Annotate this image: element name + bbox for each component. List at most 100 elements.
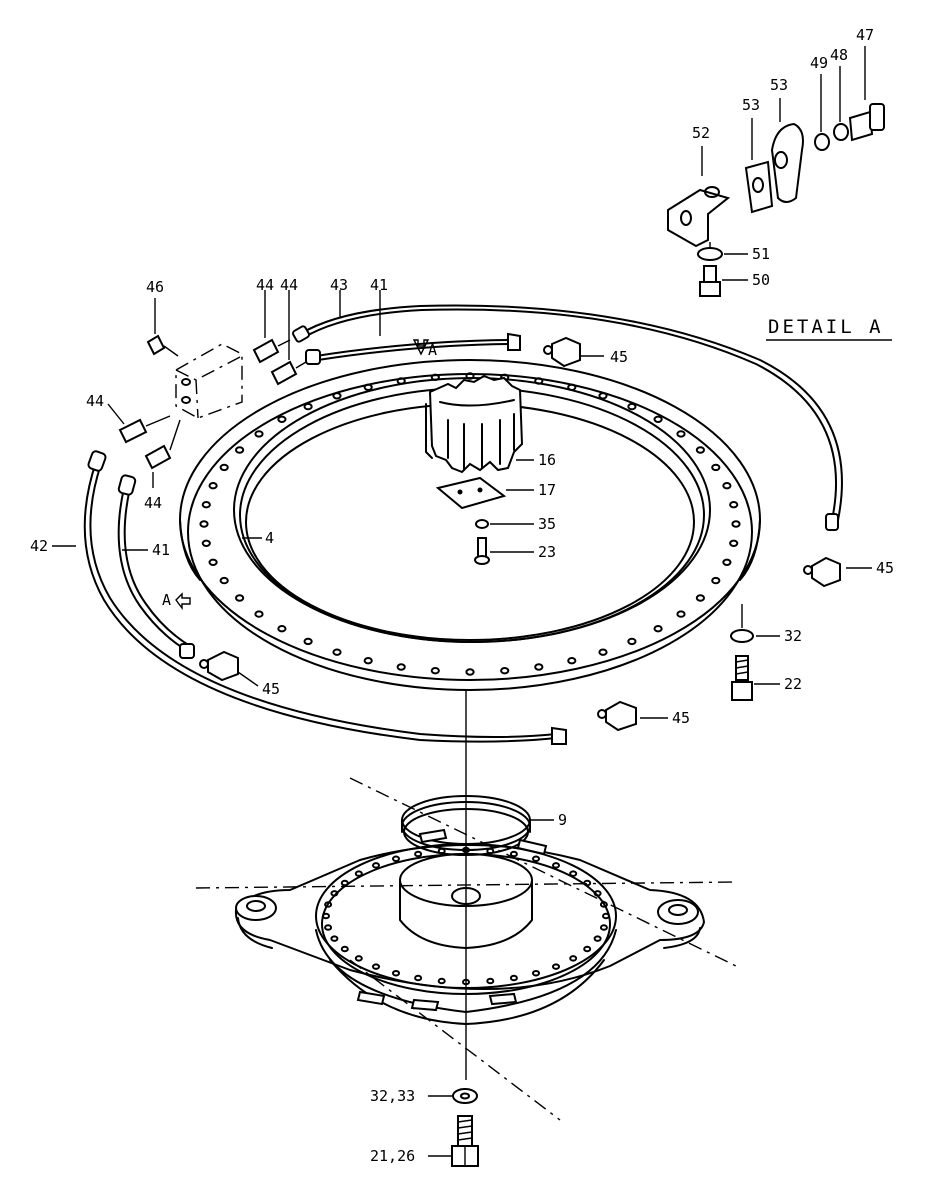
callout-32: 32 — [784, 627, 802, 645]
elbow-45-left — [199, 650, 239, 682]
callout-44b: 44 — [280, 276, 298, 294]
bolt-hole — [486, 977, 495, 985]
bolt-hole — [569, 870, 578, 877]
callout-44d: 44 — [144, 494, 162, 512]
washer-32-33 — [452, 1088, 478, 1104]
callout-50: 50 — [752, 271, 770, 289]
bolt-hole — [340, 945, 349, 953]
bolt-hole — [583, 945, 592, 953]
bolt-hole — [627, 402, 637, 411]
callout-16: 16 — [538, 451, 556, 469]
bolt-hole — [303, 402, 313, 411]
bolt-hole — [729, 501, 739, 509]
bolt-hole — [396, 663, 406, 671]
fitting-44-top-a — [252, 338, 291, 364]
base-frame — [195, 777, 737, 1121]
bolt-hole — [254, 430, 264, 438]
bolt-hole — [396, 377, 406, 385]
plate-17 — [435, 476, 507, 510]
bolt-hole — [569, 955, 578, 962]
bolt-hole — [437, 847, 446, 855]
bolt-hole — [201, 501, 211, 509]
view-marker-left: A — [162, 591, 171, 609]
bolt-hole — [330, 935, 339, 942]
bolt-hole — [462, 846, 470, 854]
bolt-hole — [465, 372, 475, 380]
callout-48: 48 — [830, 46, 848, 64]
callout-45-top: 45 — [610, 348, 628, 366]
distributor-block — [175, 343, 243, 419]
bolt-hole — [722, 482, 732, 490]
bolt-hole — [254, 610, 264, 618]
callout-42: 42 — [30, 537, 48, 555]
bolt-hole — [277, 625, 287, 633]
bolt-22 — [731, 655, 753, 701]
fitting-44-left — [118, 415, 171, 444]
bolt-hole — [627, 637, 637, 646]
bolt-hole — [430, 667, 440, 675]
bolt-hole — [199, 520, 209, 528]
bolt-hole — [731, 520, 741, 528]
bolt-hole — [354, 955, 363, 962]
bolt-hole — [599, 901, 608, 908]
callout-47: 47 — [856, 26, 874, 44]
elbow-45-bottom — [597, 700, 637, 732]
bolt-hole — [235, 446, 245, 454]
callout-53a: 53 — [742, 96, 760, 114]
view-marker-top: A — [428, 341, 437, 359]
callout-41-left: 41 — [152, 541, 170, 559]
bolt-hole — [567, 657, 577, 665]
callout-17: 17 — [538, 481, 556, 499]
bracket-52 — [667, 186, 731, 248]
bolt-50 — [699, 265, 721, 297]
bolt-hole — [322, 912, 330, 920]
fitting-44-lower — [144, 419, 181, 470]
bolt-hole — [354, 870, 363, 877]
callout-35: 35 — [538, 515, 556, 533]
bolt-47 — [848, 103, 885, 142]
bolt-hole — [695, 594, 706, 602]
callout-21-26: 21,26 — [370, 1147, 415, 1165]
base-bolt-holes — [322, 846, 610, 986]
bolt-hole — [465, 668, 475, 676]
detail-a-title: DETAIL A — [768, 316, 884, 338]
callout-45-left: 45 — [262, 680, 280, 698]
washer-51 — [697, 247, 723, 261]
bolt-hole — [208, 482, 218, 490]
bolt-hole — [676, 430, 686, 438]
bolt-hole — [414, 850, 423, 858]
bolt-hole — [598, 392, 608, 400]
bolt-hole — [567, 383, 577, 391]
callout-23: 23 — [538, 543, 556, 561]
bolt-hole — [201, 539, 211, 547]
bolt-hole — [392, 969, 400, 977]
bolt-21-26 — [451, 1115, 479, 1167]
callout-51: 51 — [752, 245, 770, 263]
bolt-hole — [219, 576, 229, 585]
bolt-hole — [324, 924, 333, 931]
elbow-45-top — [543, 336, 581, 368]
bolt-hole — [534, 377, 544, 385]
pinion-gear-16 — [425, 374, 524, 474]
bolt-hole — [303, 637, 313, 646]
washer-48 — [833, 123, 849, 141]
bolt-hole — [363, 383, 373, 391]
callout-22: 22 — [784, 675, 802, 693]
bolt-hole — [534, 663, 544, 671]
bolt-hole — [392, 855, 400, 863]
bolt-hole — [552, 963, 560, 970]
callout-52: 52 — [692, 124, 710, 142]
bolt-hole — [583, 879, 592, 887]
hose-41-top — [305, 332, 521, 365]
bolt-hole — [486, 847, 495, 855]
callout-49: 49 — [810, 54, 828, 72]
callout-53b: 53 — [770, 76, 788, 94]
callout-32-33: 32,33 — [370, 1087, 415, 1105]
callout-41-top: 41 — [370, 276, 388, 294]
bolt-hole — [532, 855, 540, 863]
clamp-plate-53 — [744, 122, 804, 214]
bolt-hole — [602, 912, 610, 920]
bolt-hole — [509, 850, 518, 858]
bolt-hole — [653, 625, 663, 633]
